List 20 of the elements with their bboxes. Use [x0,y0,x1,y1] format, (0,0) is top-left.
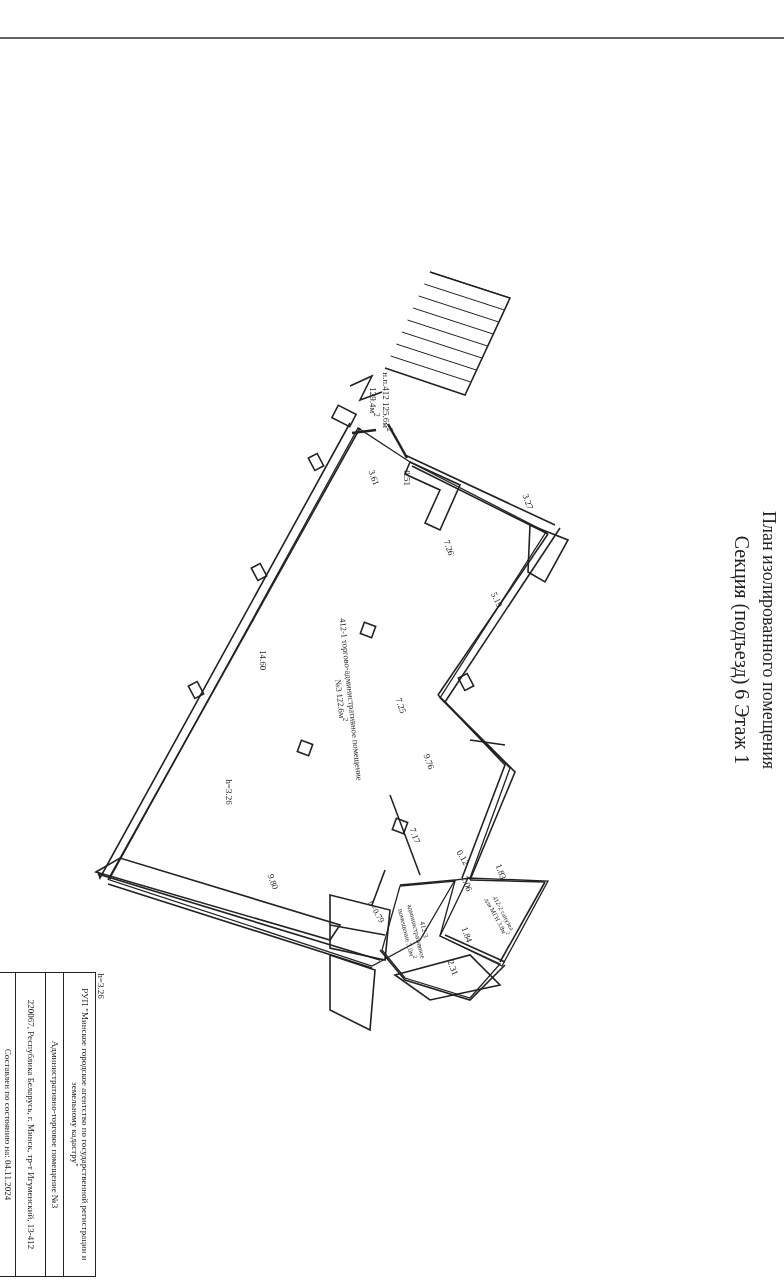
dimension-label: 9.76 [420,751,438,773]
plan-title: План изолированного помещения [758,509,778,772]
dimension-label: 3.27 [519,491,537,513]
dimension-label: 0.51 [401,469,411,488]
dimension-label: 1.84 [458,924,476,946]
dimension-label: 1.83 [492,861,510,883]
dimension-label: 3.61 [365,467,383,489]
height-label: h=3.26 [95,972,105,1001]
dimension-label: 7.25 [392,695,410,717]
table-cell: РУП "Минское городское агентство по государственной регистрации и земельному кадастру" [63,973,95,1276]
dimension-label: 9.80 [264,871,282,893]
dimension-label: 2.31 [444,957,462,979]
dimension-label: 7.26 [440,537,458,559]
table-cell: Составлен по состоянию на: 04.11.2024 [0,973,15,1276]
dimension-label: 7.17 [406,825,424,847]
section-floor-label: Секция (подъезд) 6 Этаж 1 [731,534,753,767]
table-cell: Административно-торговое помещение №3 [45,973,63,1276]
height-label: h=3.26 [223,778,233,807]
dimension-label: 14.60 [257,648,267,673]
table-cell: 220067, Республика Беларусь, г. Минск, тр-т Игуменский, 13-412 [15,973,45,1276]
